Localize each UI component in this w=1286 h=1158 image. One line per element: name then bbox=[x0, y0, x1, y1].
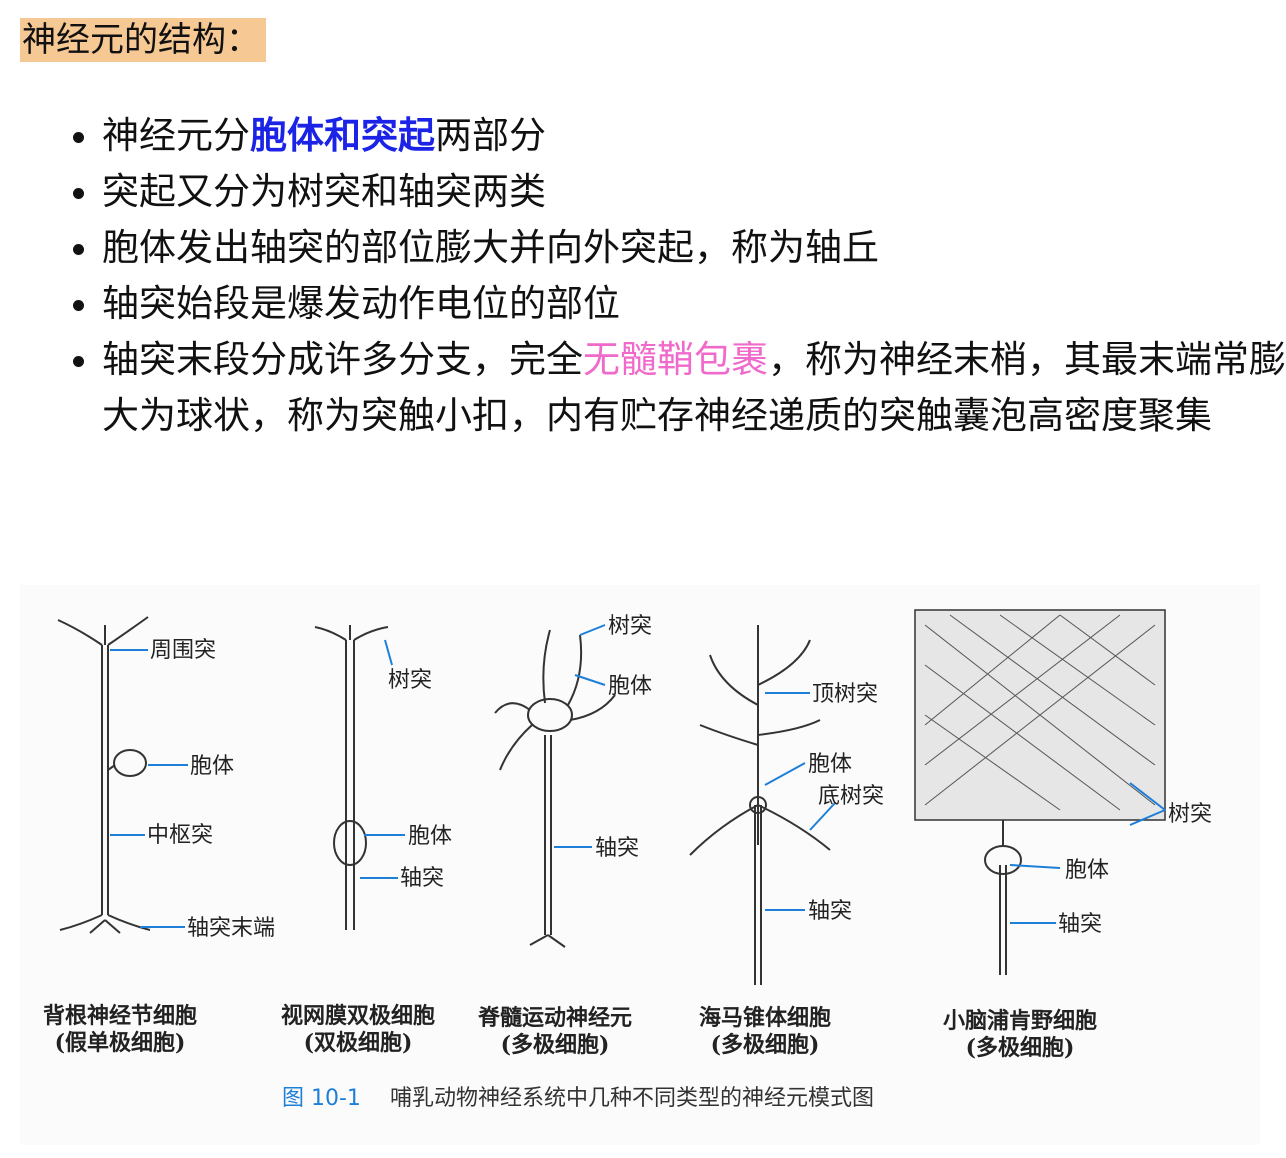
label-axon: 轴突 bbox=[808, 899, 852, 924]
figure-caption: 哺乳动物神经系统中几种不同类型的神经元模式图 bbox=[390, 1086, 874, 1111]
cell-type: (多极细胞) bbox=[966, 1035, 1075, 1061]
label-axon-terminal: 轴突末端 bbox=[187, 916, 275, 941]
label-central: 中枢突 bbox=[147, 823, 213, 848]
cell-name: 海马锥体细胞 bbox=[699, 1005, 831, 1031]
highlight-text: 无髓鞘包裹 bbox=[583, 338, 768, 381]
label-soma: 胞体 bbox=[1065, 858, 1109, 883]
cell-name: 视网膜双极细胞 bbox=[281, 1003, 435, 1029]
cell-type: (双极细胞) bbox=[304, 1030, 413, 1056]
neuron-figure: 周围突 胞体 中枢突 轴突末端 树突 胞体 轴突 树突 胞体 轴突 顶树突 胞体… bbox=[20, 585, 1260, 1145]
label-soma: 胞体 bbox=[608, 674, 652, 699]
highlight-text: 胞体和突起 bbox=[250, 114, 435, 157]
label-dendrite: 树突 bbox=[1168, 802, 1212, 827]
cell-type: (多极细胞) bbox=[711, 1032, 820, 1058]
label-apical-dendrite: 顶树突 bbox=[812, 682, 878, 707]
label-axon: 轴突 bbox=[595, 836, 639, 861]
cell-name: 小脑浦肯野细胞 bbox=[943, 1008, 1097, 1034]
label-dendrite: 树突 bbox=[608, 614, 652, 639]
cell-name: 背根神经节细胞 bbox=[43, 1003, 197, 1029]
label-soma: 胞体 bbox=[190, 754, 234, 779]
list-item: 突起又分为树突和轴突两类 bbox=[102, 164, 1286, 220]
list-item: 轴突末段分成许多分支，完全无髓鞘包裹，称为神经末梢，其最末端常膨大为球状，称为突… bbox=[102, 332, 1286, 444]
list-item: 神经元分胞体和突起两部分 bbox=[102, 108, 1286, 164]
page-title: 神经元的结构： bbox=[20, 18, 266, 62]
cell-type: (假单极细胞) bbox=[55, 1030, 186, 1056]
cell-name: 脊髓运动神经元 bbox=[477, 1005, 632, 1031]
label-dendrite: 树突 bbox=[388, 668, 432, 693]
label-zhouweitu: 周围突 bbox=[150, 638, 216, 663]
cell-type: (多极细胞) bbox=[501, 1032, 610, 1058]
label-axon: 轴突 bbox=[1058, 912, 1102, 937]
bullet-list: 神经元分胞体和突起两部分 突起又分为树突和轴突两类 胞体发出轴突的部位膨大并向外… bbox=[60, 108, 1286, 444]
figure-number: 图 10-1 bbox=[282, 1086, 361, 1111]
label-soma: 胞体 bbox=[408, 824, 452, 849]
label-axon: 轴突 bbox=[400, 866, 444, 891]
list-item: 轴突始段是爆发动作电位的部位 bbox=[102, 276, 1286, 332]
list-item: 胞体发出轴突的部位膨大并向外突起，称为轴丘 bbox=[102, 220, 1286, 276]
label-basal-dendrite: 底树突 bbox=[818, 784, 884, 809]
label-soma: 胞体 bbox=[808, 752, 852, 777]
